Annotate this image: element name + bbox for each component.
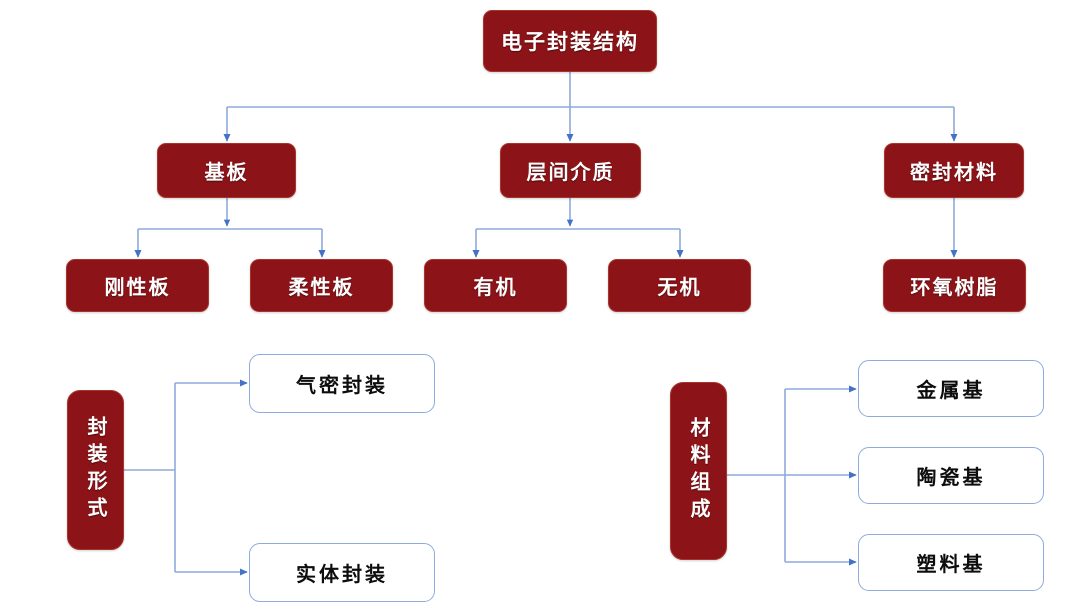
node-hermetic-packaging[interactable]: 气密封装 xyxy=(249,354,435,413)
node-material-composition[interactable]: 材料组成 xyxy=(670,382,727,560)
node-organic[interactable]: 有机 xyxy=(424,259,567,312)
node-flexible-board[interactable]: 柔性板 xyxy=(250,259,393,312)
node-substrate[interactable]: 基板 xyxy=(157,143,296,198)
node-packaging-form[interactable]: 封装形式 xyxy=(67,390,124,550)
node-inorganic[interactable]: 无机 xyxy=(608,259,751,312)
node-plastic-based[interactable]: 塑料基 xyxy=(858,534,1044,591)
node-sealing-material[interactable]: 密封材料 xyxy=(884,143,1024,198)
node-rigid-board[interactable]: 刚性板 xyxy=(66,259,209,312)
node-root[interactable]: 电子封装结构 xyxy=(483,10,657,72)
node-epoxy-resin[interactable]: 环氧树脂 xyxy=(883,259,1026,312)
node-interlayer-dielectric[interactable]: 层间介质 xyxy=(500,143,641,198)
node-solid-packaging[interactable]: 实体封装 xyxy=(249,543,435,602)
node-metal-based[interactable]: 金属基 xyxy=(858,360,1044,417)
node-ceramic-based[interactable]: 陶瓷基 xyxy=(858,447,1044,504)
